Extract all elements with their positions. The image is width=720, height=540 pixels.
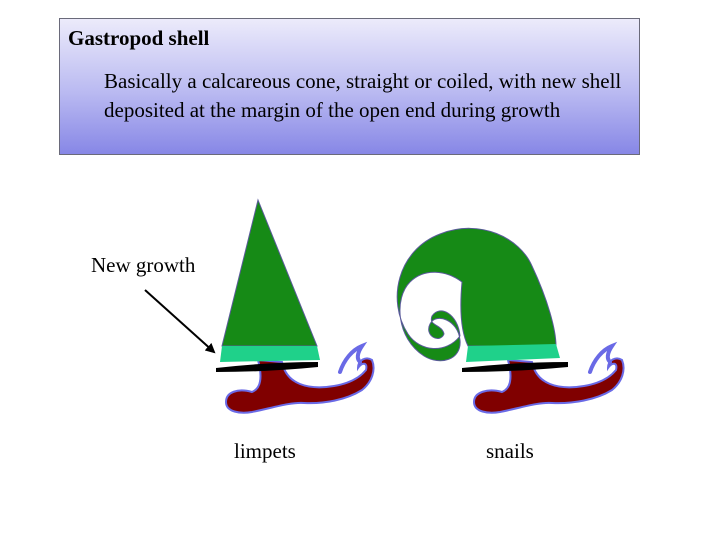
snails-label: snails (486, 439, 534, 463)
box-body: Basically a calcareous cone, straight or… (104, 69, 622, 122)
limpet-growth-band (220, 346, 320, 362)
limpets-label: limpets (234, 439, 296, 463)
snail-foot-tentacle (588, 341, 618, 374)
definition-box: Gastropod shell Basically a calcareous c… (59, 18, 640, 155)
growth-pointer-arrow (144, 289, 216, 354)
limpet-mantle (216, 362, 318, 372)
limpet-figure (216, 198, 375, 414)
snail-shell (396, 227, 557, 362)
snail-growth-band (466, 344, 560, 362)
limpet-foot-tentacle (338, 341, 368, 374)
limpet-shell (221, 198, 318, 347)
box-title: Gastropod shell (68, 26, 210, 50)
new-growth-label: New growth (91, 253, 196, 277)
snail-foot (472, 357, 625, 414)
limpet-foot (224, 357, 375, 414)
snail-mantle (462, 362, 568, 372)
snail-figure (396, 227, 625, 414)
